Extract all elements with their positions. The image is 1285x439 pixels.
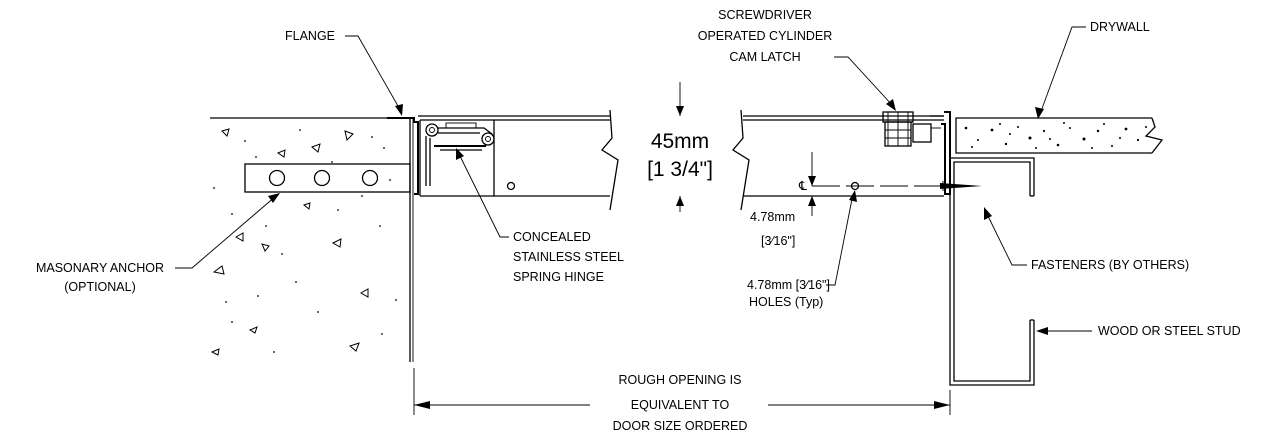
holes-leader	[826, 193, 854, 286]
concealed-hinge	[425, 122, 495, 186]
opening-line-2: EQUIVALENT TO	[631, 398, 730, 412]
cam-latch	[882, 111, 941, 147]
door-panel	[419, 109, 944, 211]
latch-label-1: SCREWDRIVER	[718, 8, 812, 22]
thickness-dimension	[676, 82, 684, 212]
holes-label-2: HOLES (Typ)	[749, 295, 823, 309]
masonry-anchor	[244, 163, 411, 193]
masonry-speckle	[210, 128, 369, 356]
centerline-mark: ℄	[798, 179, 807, 193]
anchor-leader	[175, 195, 277, 269]
edge-dimension	[808, 152, 816, 216]
fasteners-arrowhead	[984, 207, 992, 220]
flange-frame	[387, 115, 610, 195]
edge-dim-mm: 4.78mm	[750, 210, 795, 224]
hinge-label-1: CONCEALED	[513, 230, 591, 244]
fasteners-label: FASTENERS (BY OTHERS)	[1031, 258, 1189, 272]
thickness-mm: 45mm	[651, 130, 709, 153]
drywall-texture	[964, 122, 1147, 149]
flange-leader	[345, 35, 403, 114]
stud	[949, 157, 1035, 386]
opening-line-1: ROUGH OPENING IS	[619, 373, 742, 387]
hinge-label-2: STAINLESS STEEL	[513, 250, 624, 264]
anchor-arrowhead	[268, 193, 280, 203]
flange-label: FLANGE	[285, 29, 335, 43]
stud-label: WOOD OR STEEL STUD	[1098, 324, 1241, 338]
holes-arrowhead	[849, 190, 857, 202]
hinge-leader	[457, 151, 509, 238]
opening-line-3: DOOR SIZE ORDERED	[613, 419, 748, 433]
latch-arrowhead	[886, 99, 896, 111]
edge-dim-in: [3⁄16"]	[761, 234, 795, 248]
holes-label-1: 4.78mm [3⁄16"]	[747, 278, 830, 292]
hinge-arrowhead	[456, 148, 464, 160]
drywall-arrowhead	[1035, 107, 1044, 119]
rough-opening-dimension	[413, 368, 951, 415]
latch-label-3: CAM LATCH	[729, 50, 800, 64]
latch-leader	[834, 56, 894, 107]
latch-label-2: OPERATED CYLINDER	[698, 29, 833, 43]
anchor-label-2: (OPTIONAL)	[64, 280, 136, 294]
drywall	[955, 117, 1164, 154]
flange-arrowhead	[395, 104, 403, 116]
thickness-in: [1 3/4"]	[647, 158, 713, 181]
hinge-label-3: SPRING HINGE	[513, 270, 604, 284]
stud-arrowhead	[1036, 327, 1048, 335]
drywall-leader	[1039, 26, 1086, 115]
masonry-dots	[213, 129, 397, 353]
drywall-label: DRYWALL	[1090, 20, 1150, 34]
right-frame	[930, 111, 951, 195]
fasteners-leader	[985, 211, 1027, 266]
anchor-label-1: MASONARY ANCHOR	[36, 261, 164, 275]
fastener	[812, 181, 982, 191]
masonry-wall	[210, 117, 414, 362]
